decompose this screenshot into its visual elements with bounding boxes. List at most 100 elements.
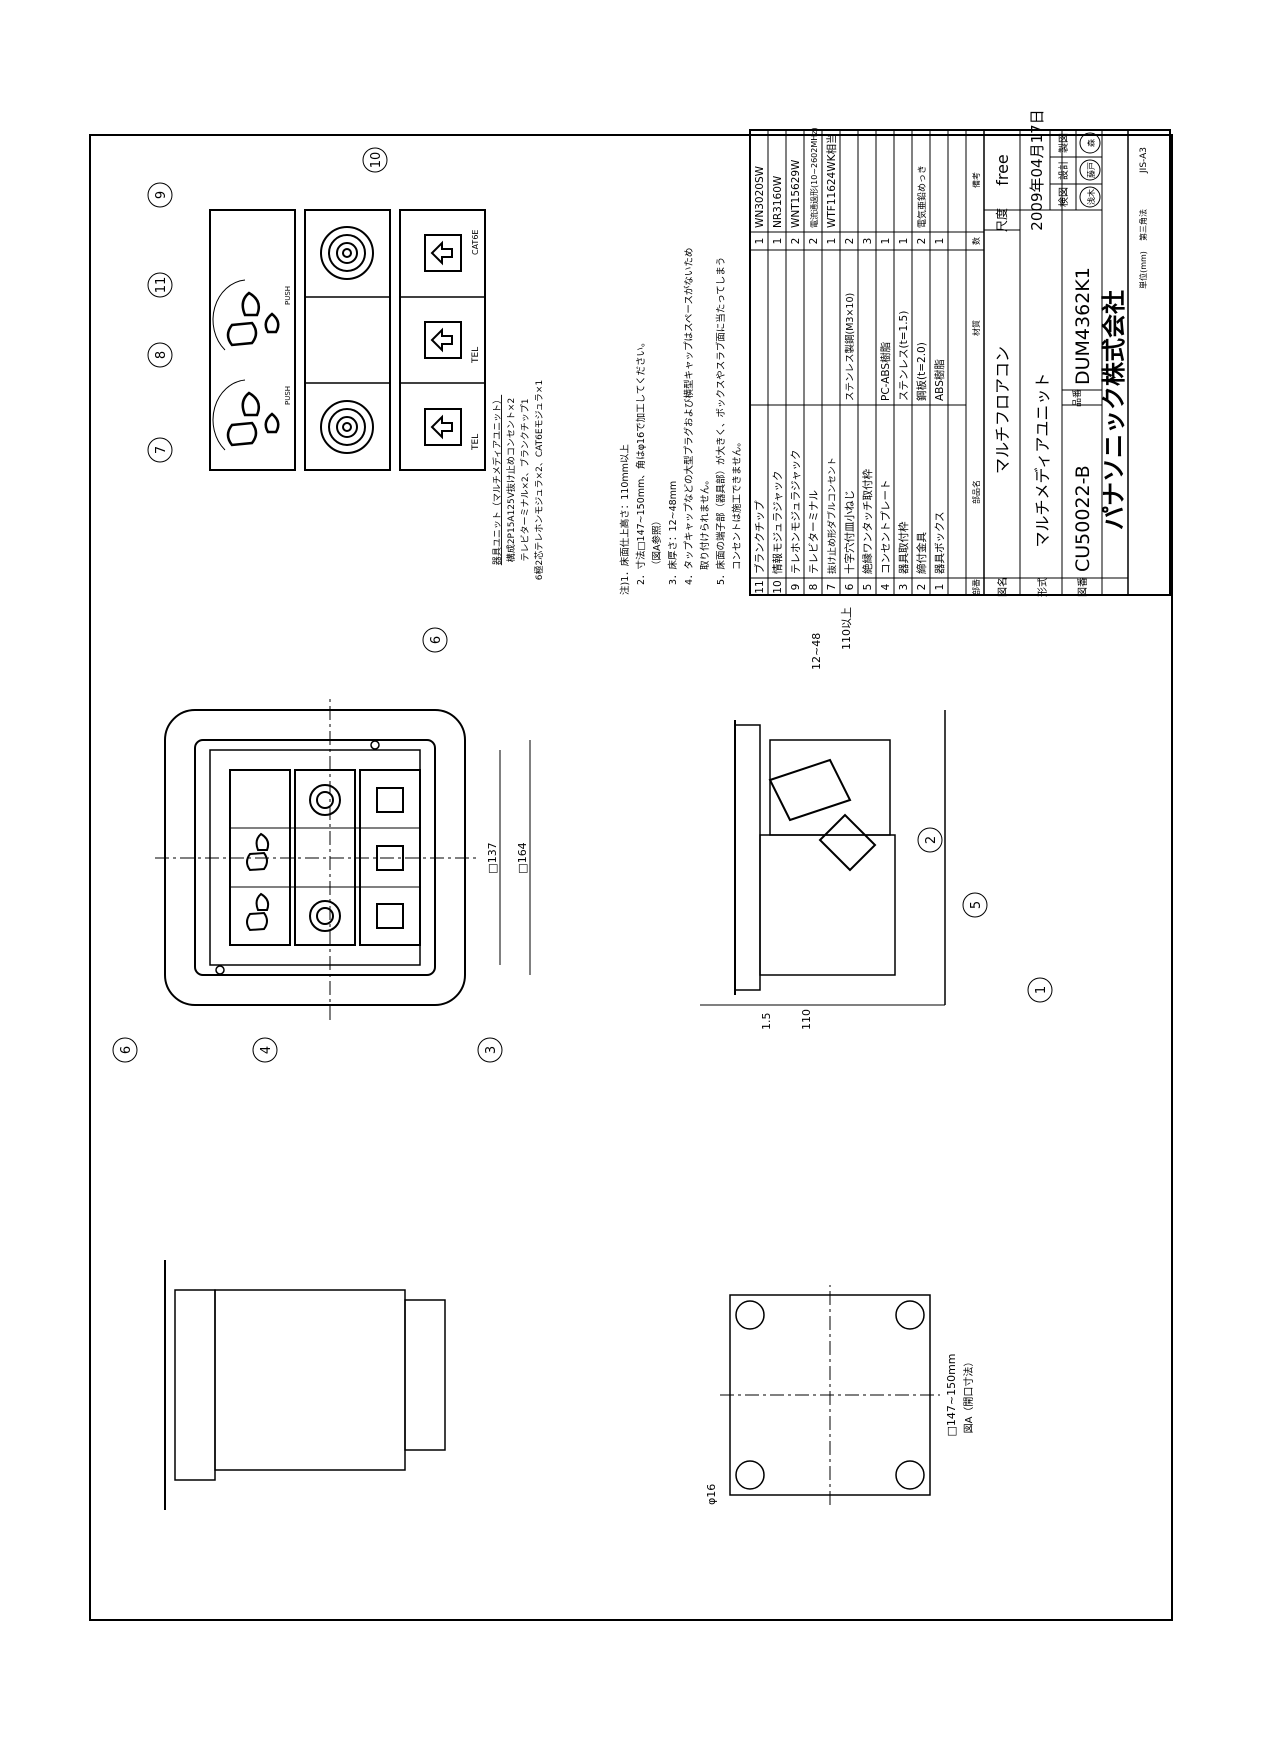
callout-9: 9 — [147, 182, 173, 208]
svg-text:11: 11 — [154, 277, 169, 294]
modular-jack — [424, 321, 462, 359]
callout-8: 8 — [147, 342, 173, 368]
draft-label: 製図 — [1057, 133, 1070, 153]
row-material: 鋼板(t=2.0) — [915, 342, 928, 401]
callouts: 1 2 3 4 5 6 6 7 8 9 10 11 — [112, 147, 1053, 1063]
modular-jack — [424, 408, 462, 446]
row-qty: 1 — [826, 238, 838, 245]
row-no: 9 — [790, 584, 802, 591]
scale-label: 尺度 — [994, 208, 1009, 232]
caption-line: 6極2芯テレホンモジュラ×2、CAT6Eモジュラ×1 — [533, 380, 545, 580]
header-material: 材質 — [971, 320, 981, 336]
row-name: ブランクチップ — [753, 500, 766, 574]
dim-plate-outer: □164 — [516, 842, 529, 873]
row-no: 6 — [844, 583, 856, 590]
row-name: コンセントプレート — [880, 480, 892, 575]
header-note: 備考 — [971, 172, 981, 188]
design-label: 設計 — [1057, 160, 1070, 180]
row-note: WTF11624WK相当 — [825, 133, 838, 228]
model: マルチメディアユニット — [1033, 373, 1052, 548]
screw — [370, 740, 380, 750]
row-note: NR3160W — [772, 175, 784, 228]
title-block — [749, 129, 1171, 596]
row-qty: 2 — [808, 238, 820, 245]
row-note: 電気亜鉛めっき — [916, 165, 928, 228]
tel-label: TEL — [471, 434, 481, 451]
row-qty: 3 — [862, 238, 874, 245]
row-name: 十字穴付皿小ねじ — [843, 490, 856, 574]
row-qty: 2 — [844, 238, 856, 245]
parts-table: 11 ブランクチップ 1 WN3020SW 10 情報モジュラジャック 1 NR… — [753, 127, 981, 595]
svg-text:2: 2 — [924, 836, 939, 844]
svg-text:9: 9 — [154, 191, 169, 199]
row-name: 抜け止め形ダブルコンセント — [826, 457, 838, 574]
stamp-circle — [1079, 132, 1101, 154]
row-no: 7 — [826, 584, 838, 591]
side-elevation — [164, 1260, 446, 1510]
title-texts: 図名 マルチフロアコン 形式 マルチメディアユニット 図番 CU50022-B … — [993, 109, 1149, 597]
notes: 注)1．床面仕上高さ：110mm以上 2．寸法□147~150mm、角はφ16で… — [619, 248, 743, 595]
callout-6a: 6 — [112, 1037, 138, 1063]
device-caption: 器具ユニット（マルチメディアユニット） 構成2P15A125V抜け止めコンセント… — [491, 380, 545, 580]
row-name: 器具ボックス — [934, 511, 946, 574]
dim-flange: 1.5 — [760, 1013, 773, 1031]
lan-jack — [424, 234, 462, 272]
svg-text:3: 3 — [484, 1046, 499, 1054]
stamp-design: 藤戸 — [1086, 162, 1096, 178]
dim-corner: φ16 — [705, 1484, 718, 1505]
caption-line: 器具ユニット（マルチメディアユニット） — [491, 395, 503, 565]
row-qty: 1 — [934, 238, 946, 245]
top-view: □137 □164 — [155, 695, 531, 1020]
product-number-label: 品番 — [1071, 389, 1083, 407]
figure-a: □147~150mm φ16 図A（開口寸法） — [705, 1285, 975, 1505]
note-line: 注)1．床面仕上高さ：110mm以上 — [619, 444, 631, 595]
row-name: テレホンモジュラジャック — [790, 449, 802, 574]
check-label: 検図 — [1057, 187, 1070, 207]
callout-1: 1 — [1027, 977, 1053, 1003]
date: 2009年04月17日 — [1028, 109, 1046, 230]
figure-a-caption: 図A（開口寸法） — [962, 1357, 975, 1434]
row-qty: 1 — [754, 238, 766, 245]
side-section-view: 1.5 110 12~48 110以上 — [700, 607, 946, 1031]
tv-module-frame — [304, 209, 391, 471]
row-qty: 1 — [772, 238, 784, 245]
stamp-circle — [1079, 186, 1101, 208]
paper-size: JIS-A3 — [1139, 147, 1149, 174]
model-label: 形式 — [1036, 577, 1049, 597]
scale-value: free — [993, 154, 1012, 186]
row-name: テレビターミナル — [808, 490, 820, 574]
row-no: 4 — [880, 583, 892, 590]
header-name: 部品名 — [971, 480, 981, 504]
tv-terminal — [320, 226, 374, 280]
row-name: 情報モジュラジャック — [771, 470, 784, 574]
row-name: 器具取付枠 — [897, 521, 910, 574]
cat-label: CAT6E — [471, 230, 480, 255]
row-material: ABS樹脂 — [933, 359, 946, 401]
callout-10: 10 — [362, 147, 388, 173]
svg-text:6: 6 — [429, 636, 444, 644]
outlet-module-frame — [209, 209, 296, 471]
note-line: 4．タップキャップなどの大型プラグおよび横型キャップはスペースがないため — [683, 248, 695, 585]
push-label: PUSH — [284, 286, 292, 305]
row-no: 2 — [916, 584, 928, 591]
drawing-number: DUM4362K1 — [1072, 267, 1094, 385]
note-line: 取り付けられません。 — [700, 475, 711, 570]
note-line: 2．寸法□147~150mm、角はφ16で加工してください。 — [635, 337, 647, 585]
header-no: 部番 — [971, 579, 981, 595]
unit-note: 単位(mm) — [1138, 251, 1148, 289]
caption-line: 構成2P15A125V抜け止めコンセント×2 — [505, 398, 517, 562]
callout-2: 2 — [917, 827, 943, 853]
row-no: 8 — [808, 584, 820, 591]
row-material: ステンレス製鋼(M3×10) — [844, 293, 856, 401]
row-material: ステンレス(t=1.5) — [898, 311, 910, 401]
dim-opening: □147~150mm — [945, 1353, 958, 1436]
tv-terminal — [320, 400, 374, 454]
note-line: 3．床厚さ：12~48mm — [667, 481, 679, 585]
stamp-check: 浅木 — [1086, 189, 1096, 205]
row-qty: 1 — [880, 238, 892, 245]
svg-text:8: 8 — [154, 351, 169, 359]
svg-text:10: 10 — [369, 152, 384, 169]
screw — [215, 965, 225, 975]
dim-floor-height: 110以上 — [840, 607, 853, 650]
